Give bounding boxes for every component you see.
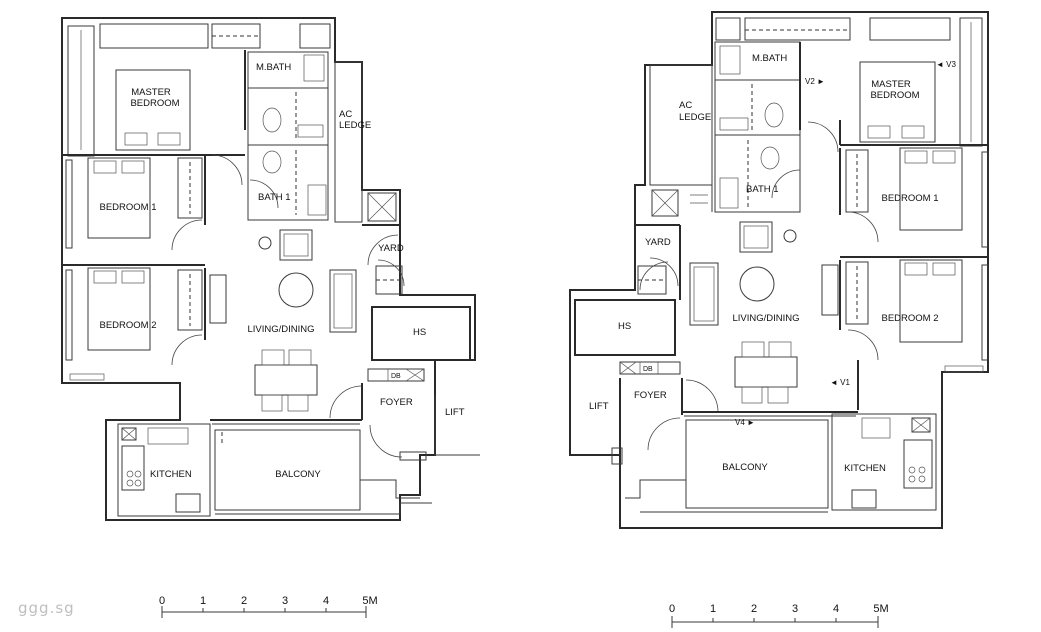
plan-left xyxy=(61,17,480,521)
left-hs xyxy=(371,306,471,361)
right-label-v1: ◄ V1 xyxy=(830,378,850,387)
left-sofa xyxy=(329,269,357,333)
left-dining-table xyxy=(254,364,318,396)
left-label-living: LIVING/DINING xyxy=(247,324,314,335)
scale-bar-left: 0 1 2 3 4 5M xyxy=(159,595,378,618)
right-label-v2: V2 ► xyxy=(805,77,825,86)
left-label-master-2: BEDROOM xyxy=(130,98,179,109)
left-label-kitchen: KITCHEN xyxy=(150,469,192,480)
right-bed1 xyxy=(899,147,963,231)
right-balcony xyxy=(685,419,829,509)
left-armchair xyxy=(279,229,313,261)
left-coffee-table xyxy=(278,272,314,308)
right-label-v3: ◄ V3 xyxy=(936,60,956,69)
right-label-kitchen: KITCHEN xyxy=(844,463,886,474)
right-label-ac-2: LEDGE xyxy=(679,112,711,123)
left-label-lift: LIFT xyxy=(445,407,465,418)
left-label-balcony: BALCONY xyxy=(275,469,321,480)
left-mbath xyxy=(247,51,329,221)
right-label-mbath: M.BATH xyxy=(752,53,787,64)
right-hs xyxy=(574,299,676,356)
scale-bar-right: 0 1 2 3 4 5M xyxy=(669,603,889,628)
scale-right-5: 5M xyxy=(873,603,888,615)
right-dining-table xyxy=(734,356,798,388)
scale-left-1: 1 xyxy=(200,595,206,607)
left-label-ac-2: LEDGE xyxy=(339,120,371,131)
scale-left-2: 2 xyxy=(241,595,247,607)
left-label-mbath: M.BATH xyxy=(256,62,291,73)
left-yard-box xyxy=(367,192,397,222)
left-outer-wall xyxy=(61,17,476,521)
right-label-balcony: BALCONY xyxy=(722,462,768,473)
scale-right-0: 0 xyxy=(669,603,675,615)
watermark: ggg.sg xyxy=(18,599,75,617)
plan-right xyxy=(569,11,989,529)
left-bed2 xyxy=(87,267,151,351)
left-label-foyer: FOYER xyxy=(380,397,413,408)
right-label-master-1: MASTER xyxy=(871,79,911,90)
right-bed2 xyxy=(899,259,963,343)
left-label-yard: YARD xyxy=(378,243,404,254)
right-label-lift: LIFT xyxy=(589,401,609,412)
right-label-yard: YARD xyxy=(645,237,671,248)
left-balcony xyxy=(214,429,361,511)
right-label-bath1: BATH 1 xyxy=(746,184,779,195)
scale-right-1: 1 xyxy=(710,603,716,615)
right-label-hs: HS xyxy=(618,321,631,332)
scale-left-0: 0 xyxy=(159,595,165,607)
scale-left-5: 5M xyxy=(362,595,377,607)
right-master-bed xyxy=(859,61,936,143)
left-label-bedroom2: BEDROOM 2 xyxy=(99,320,156,331)
right-label-bedroom2: BEDROOM 2 xyxy=(881,313,938,324)
left-label-bedroom1: BEDROOM 1 xyxy=(99,202,156,213)
scale-right-4: 4 xyxy=(833,603,839,615)
left-top-window xyxy=(99,23,209,49)
right-label-master-2: BEDROOM xyxy=(870,90,919,101)
right-ac-ledge xyxy=(649,64,713,186)
right-armchair xyxy=(739,221,773,253)
right-label-db: DB xyxy=(643,366,653,373)
scale-right-2: 2 xyxy=(751,603,757,615)
right-label-ac-1: AC xyxy=(679,100,692,111)
left-label-master-1: MASTER xyxy=(131,87,171,98)
right-label-foyer: FOYER xyxy=(634,390,667,401)
right-kitchen xyxy=(831,413,937,511)
left-label-bath1: BATH 1 xyxy=(258,192,291,203)
left-master-bed xyxy=(115,69,191,151)
scale-left-4: 4 xyxy=(323,595,329,607)
scale-right-3: 3 xyxy=(792,603,798,615)
right-outer-wall xyxy=(569,11,989,529)
left-ac-ledge xyxy=(334,61,363,223)
right-sofa xyxy=(689,262,719,326)
scale-left-3: 3 xyxy=(282,595,288,607)
left-kitchen xyxy=(117,423,211,517)
left-label-db: DB xyxy=(391,373,401,380)
right-label-living: LIVING/DINING xyxy=(732,313,799,324)
left-label-hs: HS xyxy=(413,327,426,338)
right-label-bedroom1: BEDROOM 1 xyxy=(881,193,938,204)
left-bed1 xyxy=(87,157,151,239)
right-coffee-table xyxy=(739,266,775,302)
right-label-v4: V4 ► xyxy=(735,418,755,427)
left-label-ac-1: AC xyxy=(339,109,352,120)
